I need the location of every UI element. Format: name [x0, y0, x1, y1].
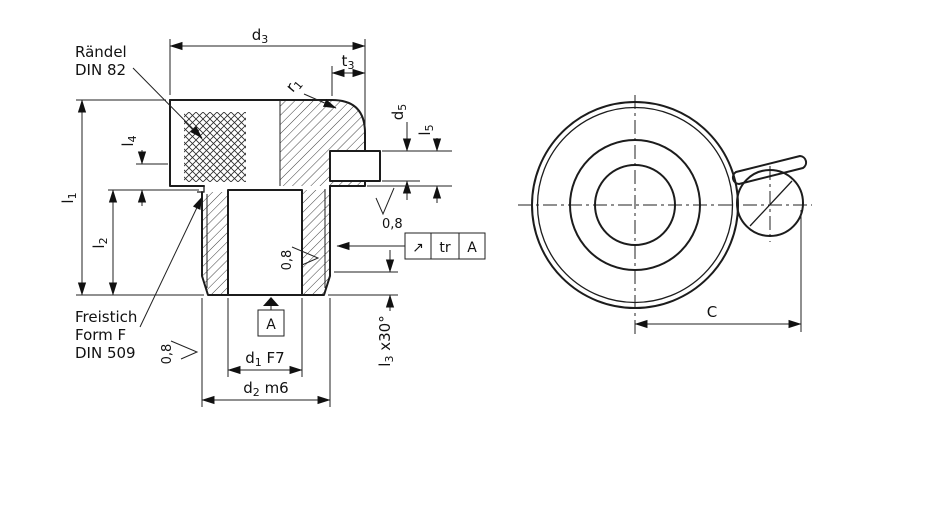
- knurl-note-line2: DIN 82: [75, 61, 126, 79]
- dim-t3-label: t3: [342, 52, 355, 72]
- dim-l3: l3 x30°: [328, 250, 398, 367]
- datum-triangle-icon: [263, 297, 279, 306]
- undercut-notch: [197, 186, 205, 193]
- section-hatch: [184, 100, 365, 295]
- dim-l4: l4: [119, 135, 168, 206]
- knurl-note: Rändel DIN 82: [75, 43, 203, 139]
- dim-d1: d1 F7: [227, 298, 303, 377]
- dim-d1-label: d1 F7: [245, 349, 284, 369]
- dim-d3: d3: [169, 26, 366, 128]
- tolerance-frame: ↗ tr A: [336, 232, 486, 260]
- pin-slot-line: [749, 180, 793, 227]
- tolerance-value: tr: [439, 240, 450, 256]
- roughness-pin: 0,8: [375, 187, 403, 232]
- dim-l2: l2: [90, 189, 199, 296]
- roughness-check-icon: [291, 246, 320, 266]
- roughness-bore-value: 0,8: [280, 250, 295, 271]
- dim-l1-label: l1: [59, 192, 79, 203]
- dim-c: C: [634, 210, 802, 332]
- shank-outline: [201, 185, 331, 296]
- dim-l5-label: l5: [416, 124, 436, 135]
- dim-d2-label: d2 m6: [243, 379, 288, 399]
- dim-l4-label: l4: [119, 135, 139, 146]
- head-section-hatch: [280, 100, 365, 186]
- pin-lever: [731, 155, 808, 185]
- roughness-undercut: 0,8: [160, 340, 199, 365]
- undercut-note-line2: Form F: [75, 326, 126, 344]
- left-wall-hatch: [202, 192, 228, 295]
- bore-circle: [594, 164, 676, 246]
- dim-l2-label: l2: [90, 237, 110, 248]
- dim-l5: l5: [367, 124, 452, 203]
- dim-c-label: C: [707, 303, 717, 321]
- section-view: d3 t3 r1 d5 l5: [59, 26, 486, 407]
- undercut-note-line1: Freistich: [75, 308, 137, 326]
- knurl-note-line1: Rändel: [75, 43, 127, 61]
- right-wall-hatch: [302, 190, 330, 295]
- outer-inner-line: [536, 106, 734, 304]
- knurl-hatch: [184, 112, 246, 182]
- roughness-bore: 0,8: [280, 246, 320, 271]
- dim-l3-label: l3 x30°: [376, 315, 396, 366]
- head-outline: [169, 99, 381, 187]
- dim-d5-label: d5: [389, 104, 409, 121]
- dim-t3: t3: [331, 52, 366, 96]
- datum-label: A: [266, 317, 276, 333]
- part-outline: [169, 99, 381, 296]
- dim-l1: l1: [59, 99, 204, 296]
- datum-symbol: A: [257, 297, 285, 337]
- mid-circle: [569, 139, 701, 271]
- roughness-undercut-value: 0,8: [160, 344, 175, 365]
- undercut-note: Freistich Form F DIN 509: [75, 196, 203, 362]
- roughness-pin-value: 0,8: [382, 217, 403, 232]
- dim-r1-label: r1: [282, 74, 306, 97]
- undercut-note-line3: DIN 509: [75, 344, 136, 362]
- dim-d3-label: d3: [252, 26, 269, 46]
- pin-hole-outline: [329, 150, 366, 182]
- undercut-leader: [139, 196, 203, 328]
- bore-outline: [227, 189, 303, 296]
- dim-d2: d2 m6: [201, 298, 331, 407]
- pin-circle: [736, 169, 804, 237]
- runout-arrow-icon: ↗: [412, 240, 424, 256]
- knurl-leader: [132, 67, 203, 139]
- side-view: C: [518, 95, 812, 334]
- tolerance-datum-ref: A: [467, 240, 477, 256]
- head-left-outline: [169, 99, 205, 187]
- side-pin: [731, 155, 808, 237]
- roughness-check-icon: [375, 187, 395, 216]
- roughness-check-icon: [170, 340, 199, 360]
